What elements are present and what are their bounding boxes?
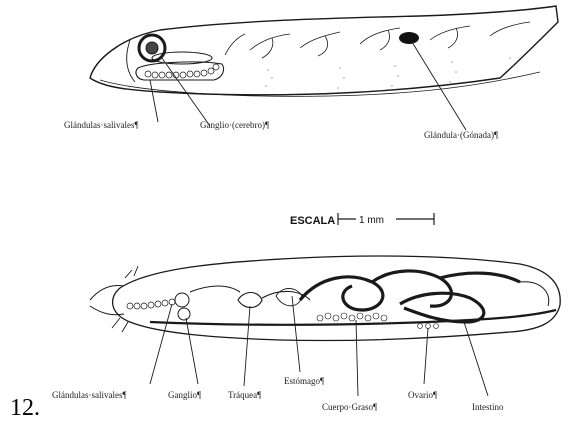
scale-label: ESCALA [290, 215, 335, 227]
scale-value: 1 mm [359, 215, 384, 226]
gonad-mark [399, 32, 419, 44]
side-leader-lines [150, 42, 466, 130]
larva-dissected-view [90, 256, 560, 341]
scale-bar: ESCALA 1 mm [290, 213, 434, 227]
label-dissected-fat-body: Cuerpo·Graso¶ [322, 402, 377, 412]
label-dissected-intestine: Intestino [472, 402, 504, 412]
figure-number: 12. [10, 395, 40, 422]
larva-side-view [90, 6, 558, 96]
label-dissected-ovary: Ovario¶ [408, 390, 437, 400]
salivary-gland-cells [145, 64, 219, 78]
label-side-ganglion-brain: Ganglio·(cerebro)¶ [200, 120, 269, 130]
label-dissected-trachea: Tráquea¶ [228, 390, 261, 400]
side-tracheae [225, 22, 530, 58]
dissected-body-outline [113, 256, 561, 341]
label-dissected-stomach: Estómago¶ [284, 376, 324, 386]
dissected-salivary-chain [127, 299, 175, 309]
intestine-coils [300, 271, 520, 322]
label-side-gland-gonad: Glándula·(Gónada)¶ [424, 130, 498, 140]
label-dissected-salivary-glands: Glándulas·salivales¶ [52, 390, 127, 400]
label-dissected-ganglion: Ganglio¶ [168, 390, 201, 400]
label-side-salivary-glands: Glándulas·salivales¶ [64, 120, 139, 130]
